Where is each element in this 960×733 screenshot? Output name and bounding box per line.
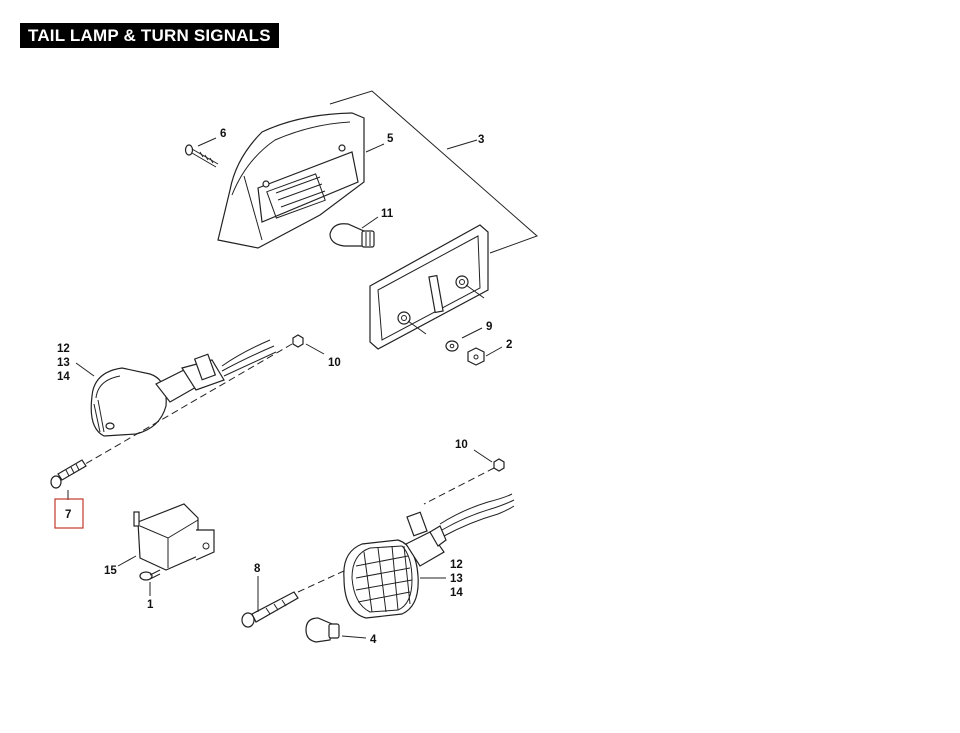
nut-10-upper[interactable] xyxy=(292,334,304,348)
callout-15: 15 xyxy=(104,565,117,577)
screw-7[interactable] xyxy=(50,459,87,489)
turn-signal-right[interactable] xyxy=(343,493,515,619)
callout-12-right: 12 xyxy=(450,559,463,571)
callout-11: 11 xyxy=(381,208,394,220)
bulb-4[interactable] xyxy=(305,617,340,643)
callout-12-left: 12 xyxy=(57,343,70,355)
nut-10-lower[interactable] xyxy=(493,458,505,472)
callout-3: 3 xyxy=(478,134,484,146)
callout-13-left: 13 xyxy=(57,357,70,369)
nut-2[interactable] xyxy=(467,347,485,366)
diagram-title: TAIL LAMP & TURN SIGNALS xyxy=(20,23,279,48)
callout-4: 4 xyxy=(370,634,377,646)
callout-14-right: 14 xyxy=(450,587,463,599)
callout-7: 7 xyxy=(65,509,71,521)
callout-7-highlight-box xyxy=(54,498,84,529)
callout-6: 6 xyxy=(220,128,226,140)
washer-9[interactable] xyxy=(445,340,459,352)
screw-6[interactable] xyxy=(184,144,219,168)
callout-2: 2 xyxy=(506,339,512,351)
bulb-11[interactable] xyxy=(329,223,375,248)
bolt-8[interactable] xyxy=(241,591,299,628)
assembly-3-bracket xyxy=(329,90,538,254)
turn-signal-left[interactable] xyxy=(90,339,277,437)
tail-lamp-housing[interactable] xyxy=(217,112,365,249)
callout-10-upper: 10 xyxy=(328,357,341,369)
callout-9: 9 xyxy=(486,321,492,333)
relay-15[interactable] xyxy=(133,503,215,571)
tail-lamp-base[interactable] xyxy=(369,224,489,350)
callout-10-lower: 10 xyxy=(455,439,468,451)
callout-13-right: 13 xyxy=(450,573,463,585)
screw-1[interactable] xyxy=(139,569,161,581)
callout-5: 5 xyxy=(387,133,394,145)
callout-14-left: 14 xyxy=(57,371,70,383)
callout-8: 8 xyxy=(254,563,261,575)
callout-1: 1 xyxy=(147,599,154,611)
